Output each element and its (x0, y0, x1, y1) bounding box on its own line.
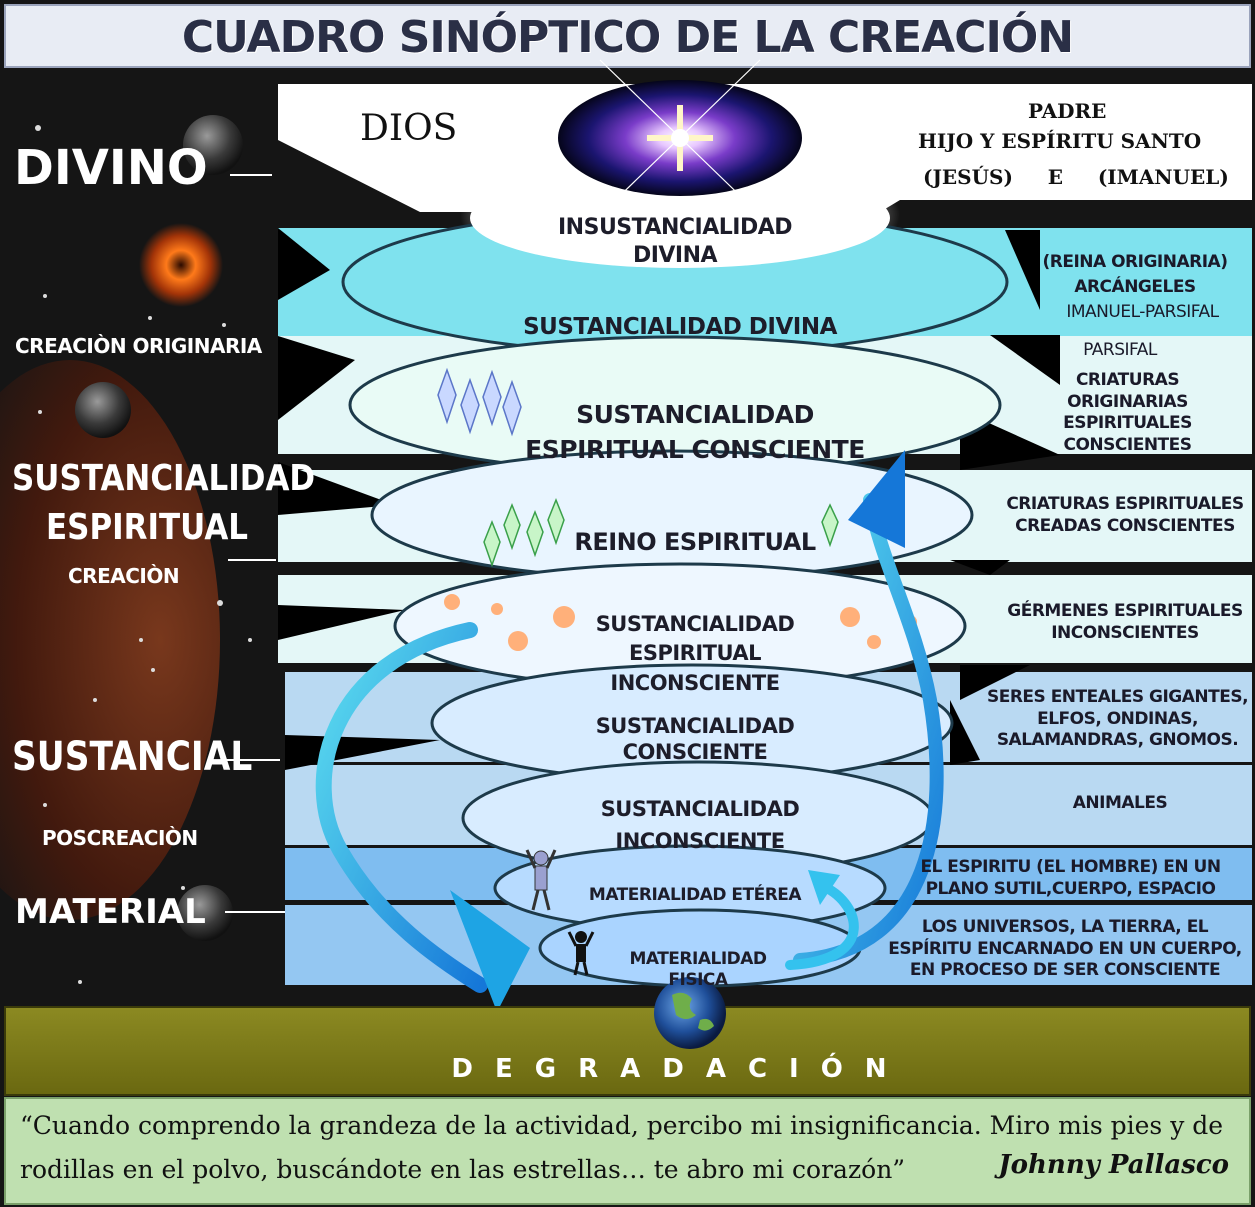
connector-lines (225, 174, 285, 913)
return-arrow (785, 880, 859, 970)
layer-sustancialidad-consciente-label: SUSTANCIALIDAD CONSCIENTE (595, 714, 795, 765)
label-creacion-originaria: CREACIÒN ORIGINARIA (15, 334, 262, 358)
mars-planet (0, 360, 220, 920)
page-title: CUADRO SINÓPTICO DE LA CREACIÓN (181, 12, 1074, 63)
crystal-icons-green (483, 497, 839, 568)
label-divino: DIVINO (14, 140, 208, 196)
label-creacion: CREACIÒN (68, 564, 180, 588)
label-degradacion: DEGRADACIÓN (451, 1054, 909, 1084)
right-universos: LOS UNIVERSOS, LA TIERRA, EL ESPÍRITU EN… (888, 917, 1242, 981)
right-arcangeles: ARCÁNGELES (1074, 277, 1196, 297)
label-espiritual: ESPIRITUAL (46, 507, 249, 548)
layer-insustancialidad-label: INSUSTANCIALIDAD DIVINA (558, 215, 793, 268)
right-animales: ANIMALES (1072, 793, 1168, 813)
right-imanuel-parsifal: IMANUEL-PARSIFAL (1066, 302, 1219, 322)
layer-reino-espiritual-label: REINO ESPIRITUAL (574, 528, 816, 556)
label-dios: DIOS (360, 108, 458, 149)
return-arrowhead (808, 870, 840, 905)
grey-planet-mid (75, 382, 131, 438)
stars (35, 125, 252, 1017)
quote-panel: “Cuando comprendo la grandeza de la acti… (0, 1098, 1255, 1207)
layer-sustancialidad-inconsciente-label: SUSTANCIALIDAD INCONSCIENTE (600, 797, 800, 853)
label-poscreacion: POSCREACIÒN (42, 826, 198, 850)
right-criaturas-espirituales: CRIATURAS ESPIRITUALES CREADAS CONSCIENT… (1006, 494, 1244, 536)
label-padre: PADRE (1028, 99, 1107, 123)
descent-arrowhead (450, 890, 530, 1012)
right-espiritu-hombre: EL ESPIRITU (EL HOMBRE) EN UN PLANO SUTI… (920, 857, 1221, 899)
title-bar (4, 4, 1251, 68)
earth-continents (672, 992, 714, 1031)
ascent-arrow-outer (793, 493, 944, 967)
ascent-arrowhead (848, 450, 905, 548)
star-cross-icon (599, 59, 761, 216)
layer-sustancialidad-divina-label: SUSTANCIALIDAD DIVINA (523, 314, 837, 340)
sun-ring (139, 223, 223, 307)
label-material: MATERIAL (15, 892, 206, 932)
label-sustancialidad: SUSTANCIALIDAD (12, 458, 316, 499)
label-jesus-imanuel: (JESÚS) E (IMANUEL) (923, 165, 1229, 189)
right-germenes: GÉRMENES ESPIRITUALES INCONSCIENTES (1007, 601, 1243, 643)
grey-planet-low (177, 885, 233, 941)
quote-author: Johnny Pallasco (998, 1150, 1229, 1180)
physical-human-icon (567, 931, 595, 976)
degradation-ground (4, 1006, 1251, 1096)
right-reina: (REINA ORIGINARIA) (1042, 252, 1228, 272)
grey-planet-top (183, 115, 243, 175)
cycle-arrows (315, 450, 944, 1012)
quote-box (4, 1097, 1251, 1205)
label-sustancial: SUSTANCIAL (12, 734, 253, 780)
layer-ellipses (341, 208, 1009, 988)
insubstantial-cap (470, 168, 890, 268)
crystal-icons-blue (437, 367, 522, 437)
ethereal-human-icon (525, 849, 557, 911)
right-criaturas-originarias: CRIATURAS ORIGINARIAS ESPIRITUALES CONSC… (1063, 370, 1192, 455)
right-seres: SERES ENTEALES GIGANTES, ELFOS, ONDINAS,… (986, 687, 1249, 751)
layer-materialidad-eterea-label: MATERIALIDAD ETÉREA (588, 885, 802, 905)
descent-arrow (315, 622, 488, 993)
layer-espiritual-inconsciente-label: SUSTANCIALIDAD ESPIRITUAL INCONSCIENTE (595, 612, 795, 695)
right-parsifal: PARSIFAL (1083, 340, 1157, 360)
layer-materialidad-fisica-label: MATERIALIDAD FISICA (629, 949, 767, 991)
quote-text: “Cuando comprendo la grandeza de la acti… (20, 1111, 1224, 1184)
layer-espiritual-consciente-label: SUSTANCIALIDAD ESPIRITUAL CONSCIENTE (525, 400, 865, 464)
label-hijo: HIJO Y ESPÍRITU SANTO (918, 129, 1202, 153)
